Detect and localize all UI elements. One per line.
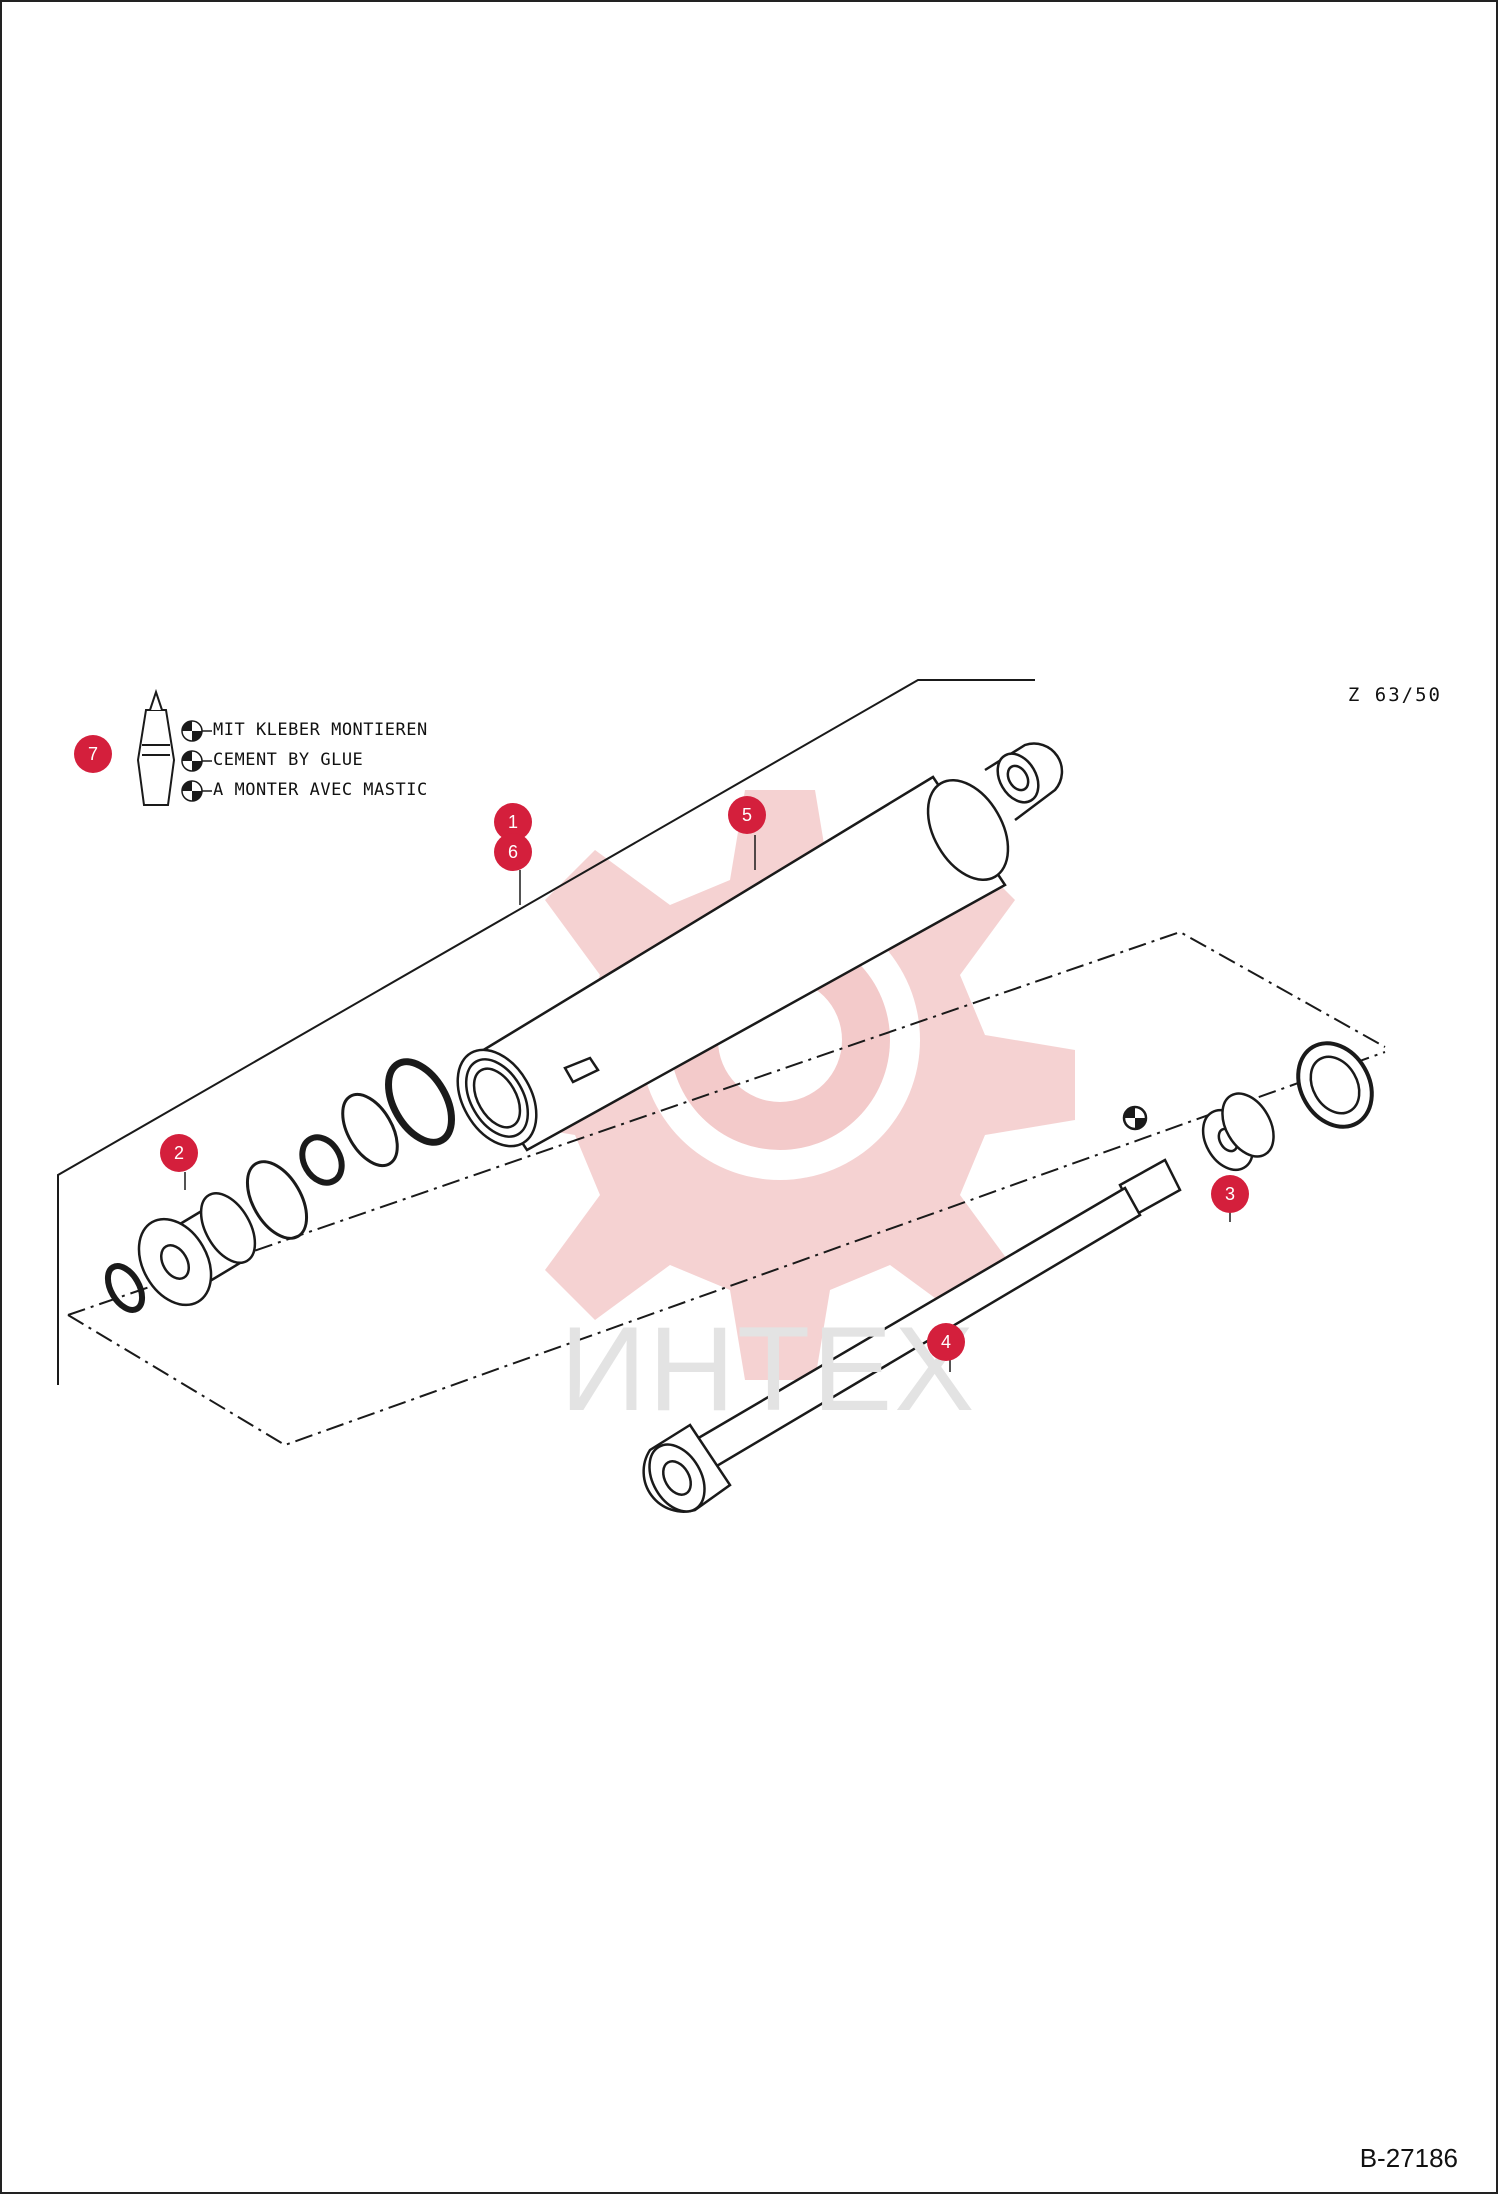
legend-line-german: MIT KLEBER MONTIEREN: [213, 720, 428, 740]
glue-tube-icon: [136, 688, 176, 806]
assembly-outline: [57, 679, 1035, 1385]
seal-rings: [104, 1058, 455, 1313]
piston-rod: [642, 1158, 1182, 1513]
callout-marker-2[interactable]: 2: [160, 1134, 198, 1172]
document-id: B-27186: [1359, 2143, 1458, 2173]
callout-marker-5[interactable]: 5: [728, 796, 766, 834]
callout-marker-7[interactable]: 7: [74, 735, 112, 773]
callout-marker-6[interactable]: 6: [494, 833, 532, 871]
sheet-code: Z 63/50: [1347, 684, 1442, 706]
callout-marker-4[interactable]: 4: [927, 1323, 965, 1361]
rod-end-parts: [1122, 1041, 1374, 1172]
legend-line-french: A MONTER AVEC MASTIC: [213, 780, 428, 800]
piston-gland: [137, 1192, 257, 1307]
piston-rod-group-outline: [67, 930, 1386, 1447]
callout-marker-3[interactable]: 3: [1211, 1175, 1249, 1213]
legend-symbols: [181, 720, 212, 802]
callout-leaders: [184, 835, 1231, 1372]
legend-line-english: CEMENT BY GLUE: [213, 750, 364, 770]
cylinder-tube: [456, 742, 1064, 1152]
watermark-brand-text: ИНТЕХ: [560, 1302, 977, 1436]
